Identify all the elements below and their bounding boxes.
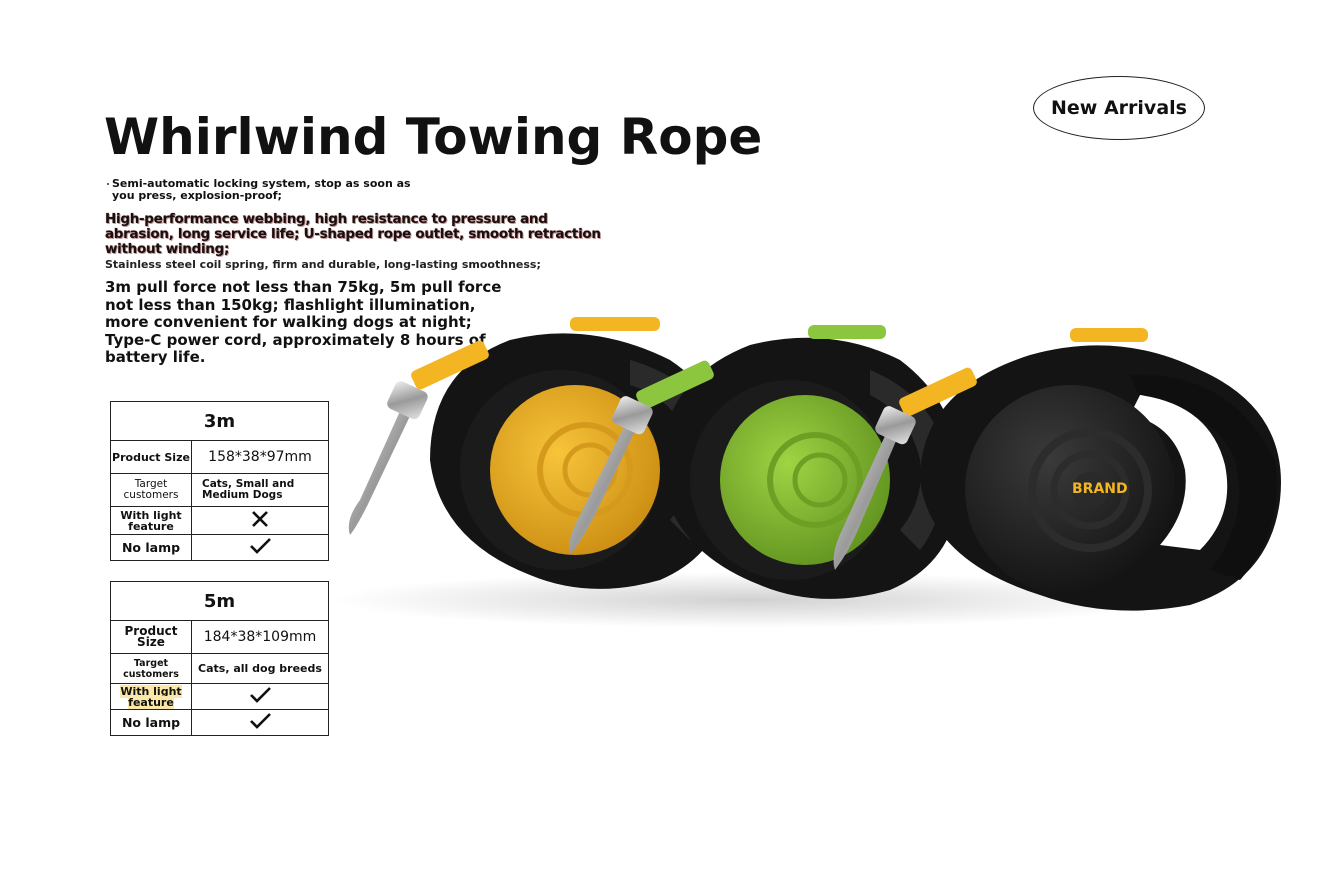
leash-black: BRAND: [833, 328, 1281, 611]
target-customers-label: Target customers: [110, 473, 192, 507]
feature-webbing: High-performance webbing, high resistanc…: [105, 211, 601, 257]
floor-shadow: [330, 572, 1170, 628]
check-icon: [250, 537, 271, 554]
spec-table-3m: 3m Product Size 158*38*97mm Target custo…: [110, 401, 329, 561]
brand-label: BRAND: [1072, 481, 1128, 497]
spec-heading: 5m: [110, 581, 329, 621]
check-icon: [250, 712, 271, 729]
feature-pull-force: 3m pull force not less than 75kg, 5m pul…: [105, 278, 502, 366]
no-lamp-cell: [191, 709, 329, 736]
light-feature-label: With light feature: [110, 506, 192, 535]
check-icon: [250, 686, 271, 703]
light-feature-label: With light feature: [110, 683, 192, 710]
light-feature-cell: [191, 683, 329, 710]
no-lamp-label: No lamp: [110, 534, 192, 561]
leash-green: [569, 325, 960, 599]
product-size-value: 184*38*109mm: [191, 620, 329, 654]
feature-locking: Semi-automatic locking system, stop as s…: [107, 178, 412, 202]
product-image: BRAND: [330, 317, 1281, 628]
no-lamp-label: No lamp: [110, 709, 192, 736]
product-size-value: 158*38*97mm: [191, 440, 329, 474]
page-title: Whirlwind Towing Rope: [104, 108, 763, 166]
product-size-label: Product Size: [110, 620, 192, 654]
cross-icon: [252, 510, 268, 527]
no-lamp-cell: [191, 534, 329, 561]
bullet-icon: [107, 183, 109, 185]
target-customers-label: Target customers: [110, 653, 192, 684]
target-customers-value: Cats, Small and Medium Dogs: [191, 473, 329, 507]
light-feature-text: With light feature: [120, 684, 182, 709]
leash-yellow: [348, 317, 730, 589]
spec-table-5m: 5m Product Size 184*38*109mm Target cust…: [110, 581, 329, 736]
new-arrivals-badge[interactable]: New Arrivals: [1033, 76, 1205, 140]
feature-locking-text: Semi-automatic locking system, stop as s…: [112, 177, 411, 202]
light-feature-cell: [191, 506, 329, 535]
spec-heading: 3m: [110, 401, 329, 441]
product-size-label: Product Size: [110, 440, 192, 474]
target-customers-value: Cats, all dog breeds: [191, 653, 329, 684]
feature-spring: Stainless steel coil spring, firm and du…: [105, 258, 541, 271]
